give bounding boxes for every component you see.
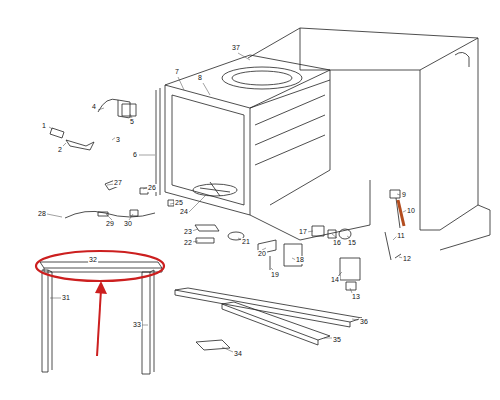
callout-number: 33 [132,321,142,329]
callout-number: 23 [183,228,193,236]
callout-number: 9 [401,191,407,199]
door-top-bar [40,262,162,272]
callout-number: 4 [91,103,97,111]
callout-number: 36 [359,318,369,326]
callout-number: 31 [61,294,71,302]
callout-number: 19 [270,271,280,279]
callout-number: 11 [396,232,405,240]
callout-number: 25 [174,199,184,207]
tub [165,55,330,205]
callout-number: 20 [257,250,267,258]
callout-number: 13 [351,293,361,301]
callout-number: 1 [41,122,47,130]
callout-number: 27 [113,179,123,187]
callout-number: 2 [57,146,63,154]
callout-number: 32 [88,256,98,264]
callout-number: 18 [295,256,305,264]
callout-number: 16 [332,239,342,247]
callout-number: 17 [298,228,308,236]
callout-number: 3 [115,136,121,144]
callout-number: 37 [231,44,241,52]
callout-number: 6 [132,151,138,159]
callout-number: 29 [105,220,115,228]
callout-number: 30 [123,220,133,228]
callout-number: 26 [147,184,157,192]
callout-number: 5 [129,118,135,126]
callout-number: 22 [183,239,193,247]
highlight-arrow [97,290,101,356]
callout-number: 14 [330,276,340,284]
insulation-blanket [248,28,478,230]
highlight-ellipse [36,251,164,281]
callout-number: 34 [233,350,243,358]
callout-number: 12 [402,255,412,263]
callout-number: 28 [37,210,47,218]
callout-number: 24 [179,208,189,216]
callout-number: 8 [197,74,203,82]
callout-number: 7 [174,68,180,76]
callout-number: 15 [347,239,357,247]
callout-number: 21 [241,238,251,246]
callout-number: 10 [406,207,416,215]
callout-number: 35 [332,336,342,344]
